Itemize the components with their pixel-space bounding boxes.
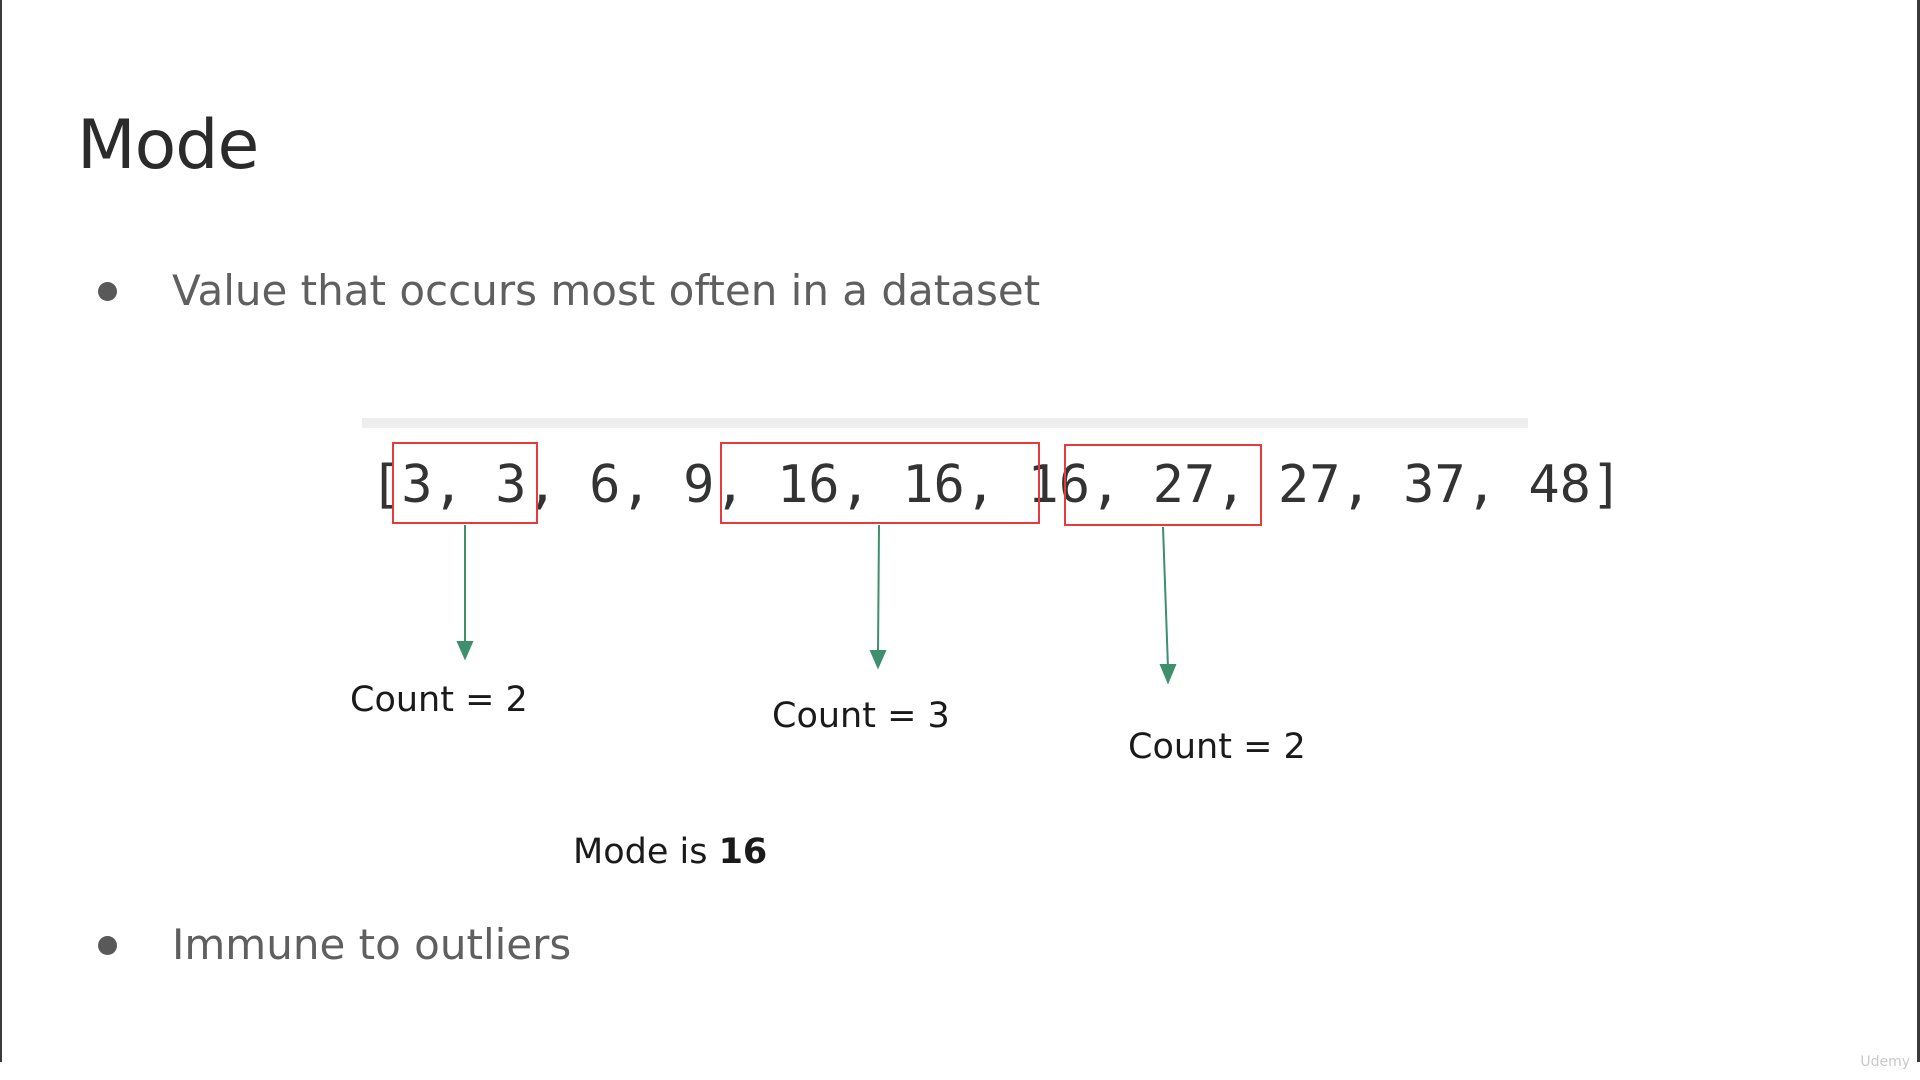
bullet-text: Immune to outliers <box>172 920 572 969</box>
arrow-head-3 <box>456 641 474 661</box>
bullet-icon <box>98 935 117 955</box>
mode-value: 16 <box>718 832 768 872</box>
bullet-item-outliers: Immune to outliers <box>98 924 571 966</box>
highlight-box-16 <box>720 442 1040 524</box>
left-border <box>0 0 2 1062</box>
arrow-head-27 <box>1159 664 1177 685</box>
slide-title: Mode <box>77 106 259 185</box>
dataset-array: [3, 3, 6, 9, 16, 16, 16, 27, 27, 37, 48] <box>370 455 1623 515</box>
arrow-head-16 <box>869 650 887 670</box>
arrow-line-27 <box>1162 526 1169 669</box>
udemy-watermark: Udemy <box>1860 1054 1910 1070</box>
count-label-27: Count = 2 <box>1128 727 1306 767</box>
mode-result: Mode is 16 <box>573 832 767 872</box>
bullet-text: Value that occurs most often in a datase… <box>172 266 1041 315</box>
count-label-3: Count = 2 <box>350 680 528 720</box>
code-block-top-border <box>362 418 1528 428</box>
bullet-item-definition: Value that occurs most often in a datase… <box>98 270 1040 312</box>
highlight-box-27 <box>1064 444 1262 526</box>
bullet-icon <box>98 281 117 301</box>
bottom-strip <box>0 1062 1920 1080</box>
highlight-box-3 <box>392 442 538 524</box>
right-border <box>1917 0 1920 1062</box>
arrow-line-16 <box>877 524 880 655</box>
mode-prefix: Mode is <box>573 832 719 872</box>
count-label-16: Count = 3 <box>772 696 950 736</box>
